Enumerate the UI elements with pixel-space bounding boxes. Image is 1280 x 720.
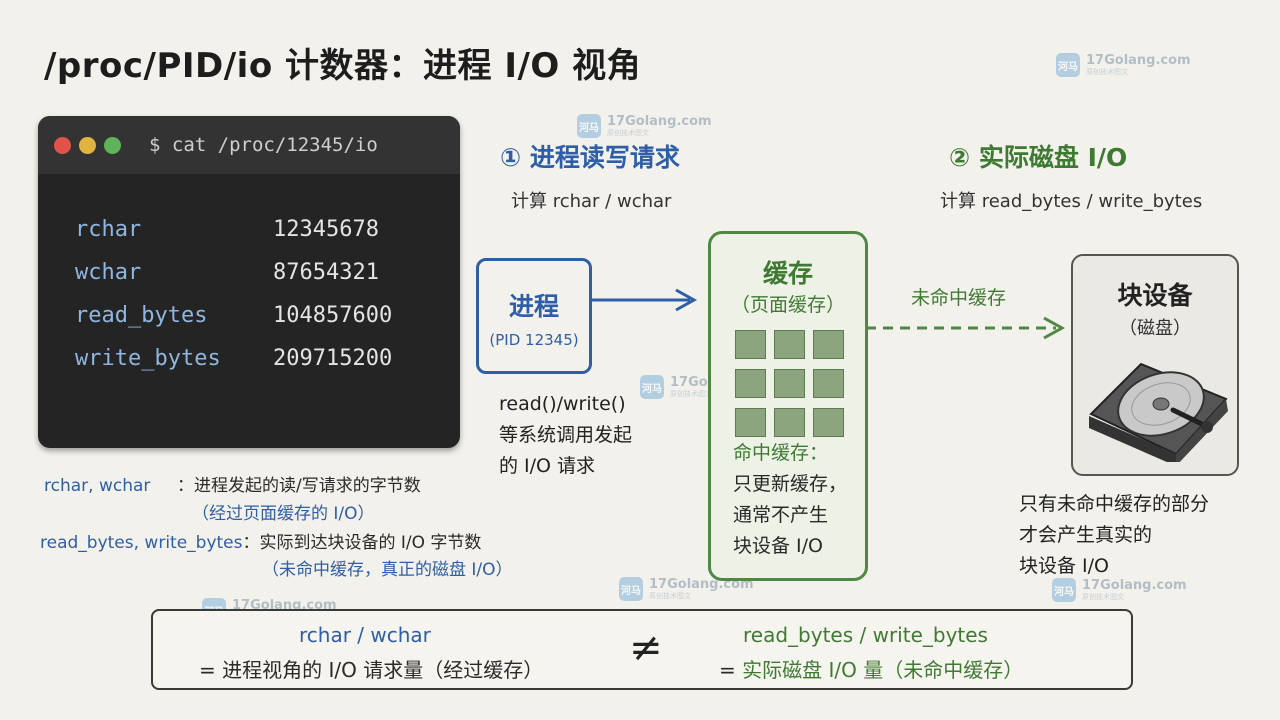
watermark-subtext: 原创技术图文 — [607, 129, 649, 137]
watermark-text: 17Golang.com — [1082, 578, 1187, 593]
process-to-cache-arrow — [589, 288, 698, 312]
comparison-box: rchar / wchar = 进程视角的 I/O 请求量（经过缓存） ≠ re… — [151, 609, 1133, 690]
watermark-logo-icon: 河马 — [640, 375, 664, 399]
cache-page-icon — [813, 330, 844, 359]
syscall-note-line: read()/write() — [499, 393, 626, 415]
legend-line-1: rchar, wchar ：进程发起的读/写请求的字节数 — [44, 471, 421, 496]
disk-note: 只有未命中缓存的部分 才会产生真实的 块设备 I/O — [1019, 489, 1209, 582]
hard-disk-icon — [1089, 362, 1228, 462]
compare-right-bottom: = 实际磁盘 I/O 量（未命中缓存） — [719, 654, 1023, 683]
counter-key: wchar — [75, 260, 142, 285]
compare-left-bottom: = 进程视角的 I/O 请求量（经过缓存） — [199, 658, 544, 682]
cache-page-icon — [735, 369, 766, 398]
watermark-text: 17Golang.com — [232, 598, 337, 613]
close-dot-icon — [54, 136, 71, 154]
disk-title: 块设备 — [1117, 281, 1193, 310]
disk-note-line: 才会产生真实的 — [1019, 524, 1153, 546]
step2-desc: 计算 read_bytes / write_bytes — [940, 191, 1203, 212]
cache-page-icon — [813, 408, 844, 437]
cache-box: 缓存 （页面缓存） 命中缓存： 只更新缓存， 通常不产生 块设备 I/O — [708, 231, 868, 581]
counter-value: 12345678 — [273, 217, 379, 242]
process-box: 进程 (PID 12345) — [476, 258, 592, 374]
cache-note-line: 命中缓存： — [733, 442, 829, 464]
watermark-subtext: 原创技术图文 — [670, 390, 712, 398]
watermark-text: 17Golang.com — [607, 114, 712, 129]
legend-text: ：实际到达块设备的 I/O 字节数 — [242, 533, 482, 553]
terminal-row: rchar 12345678 — [38, 208, 460, 251]
terminal-row: read_bytes 104857600 — [38, 294, 460, 337]
legend-line-2: read_bytes, write_bytes：实际到达块设备的 I/O 字节数 — [40, 528, 481, 553]
legend-key: rchar, wchar — [44, 476, 151, 496]
process-pid: (PID 12345) — [489, 331, 579, 349]
cache-subtitle: （页面缓存） — [730, 294, 845, 316]
watermark-logo-icon: 河马 — [577, 114, 601, 138]
cache-page-icon — [813, 369, 844, 398]
miss-label: 未命中缓存 — [911, 287, 1007, 309]
process-label: 进程 — [508, 292, 559, 321]
compare-right-top: read_bytes / write_bytes — [743, 623, 988, 647]
cache-note-line: 块设备 I/O — [733, 535, 823, 557]
terminal-titlebar: $ cat /proc/12345/io — [38, 116, 460, 174]
disk-note-line: 块设备 I/O — [1019, 555, 1109, 577]
step1-title: ① 进程读写请求 — [500, 143, 680, 172]
step2-title: ② 实际磁盘 I/O — [949, 143, 1128, 172]
watermark-subtext: 原创技术图文 — [1086, 68, 1128, 76]
watermark-text: 17Golang.com — [1086, 53, 1191, 68]
cache-to-disk-arrow — [866, 316, 1066, 340]
page-title: /proc/PID/io 计数器：进程 I/O 视角 — [44, 46, 642, 86]
legend-key: read_bytes, write_bytes — [40, 533, 243, 553]
counter-key: rchar — [75, 217, 142, 242]
compare-right-eq: = — [719, 658, 743, 682]
terminal-command: $ cat /proc/12345/io — [149, 134, 378, 156]
block-device-box: 块设备 （磁盘） — [1071, 254, 1239, 476]
cache-note: 命中缓存： 只更新缓存， 通常不产生 块设备 I/O — [733, 438, 847, 562]
counter-value: 209715200 — [273, 346, 393, 371]
counter-value: 87654321 — [273, 260, 379, 285]
legend-note: （经过页面缓存的 I/O） — [192, 504, 375, 524]
counter-key: read_bytes — [75, 303, 208, 328]
cache-pages-grid — [735, 330, 844, 437]
step1-desc: 计算 rchar / wchar — [511, 191, 672, 212]
cache-page-icon — [735, 408, 766, 437]
watermark-text: 17Golang.com — [649, 577, 754, 592]
cache-page-icon — [735, 330, 766, 359]
compare-right-text: 实际磁盘 I/O 量（未命中缓存） — [742, 658, 1024, 682]
terminal-row: write_bytes 209715200 — [38, 337, 460, 380]
syscall-note-line: 等系统调用发起 — [499, 424, 633, 446]
legend-note: （未命中缓存，真正的磁盘 I/O） — [262, 560, 513, 580]
terminal-row: wchar 87654321 — [38, 251, 460, 294]
cache-note-line: 通常不产生 — [733, 504, 829, 526]
disk-note-line: 只有未命中缓存的部分 — [1019, 493, 1210, 515]
maximize-dot-icon — [104, 136, 121, 154]
syscall-note-line: 的 I/O 请求 — [499, 455, 596, 477]
cache-page-icon — [774, 330, 805, 359]
watermark-subtext: 原创技术图文 — [649, 592, 691, 600]
counter-key: write_bytes — [75, 346, 221, 371]
cache-page-icon — [774, 369, 805, 398]
terminal-output: rchar 12345678 wchar 87654321 read_bytes 10… — [38, 174, 460, 380]
watermark-subtext: 原创技术图文 — [1082, 593, 1124, 601]
watermark-logo-icon: 河马 — [1052, 578, 1076, 602]
watermark-logo-icon: 河马 — [1056, 53, 1080, 77]
watermark-logo-icon: 河马 — [619, 577, 643, 601]
compare-left-top: rchar / wchar — [299, 623, 431, 647]
counter-value: 104857600 — [273, 303, 393, 328]
disk-subtitle: （磁盘） — [1119, 318, 1191, 339]
terminal-window: $ cat /proc/12345/io rchar 12345678 wchar… — [38, 116, 460, 448]
syscall-note: read()/write() 等系统调用发起 的 I/O 请求 — [499, 389, 632, 482]
minimize-dot-icon — [79, 136, 96, 154]
cache-title: 缓存 — [762, 259, 813, 288]
not-equal-icon: ≠ — [629, 625, 663, 671]
legend-text: ：进程发起的读/写请求的字节数 — [177, 476, 421, 496]
cache-page-icon — [774, 408, 805, 437]
cache-note-line: 只更新缓存， — [733, 473, 848, 495]
